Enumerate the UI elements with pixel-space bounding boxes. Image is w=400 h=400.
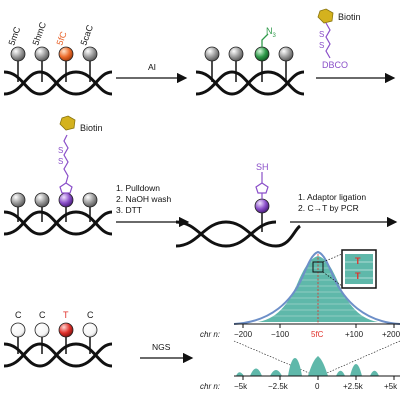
axis-top-tick-2: −100 (271, 330, 290, 339)
mod-label-5mc: 5mC (6, 25, 22, 47)
bead-gray-r2-1 (10, 192, 26, 208)
biotin-label-r2: Biotin (80, 123, 103, 133)
bead-gray-r2-2 (34, 192, 50, 208)
axis-bottom-tick-5: +5k (384, 382, 398, 391)
dbco-label: DBCO (322, 60, 348, 70)
axis-bottom-tick-3: 0 (315, 382, 320, 391)
mod-bead-5hmc (34, 46, 50, 62)
base-label-4: C (87, 310, 94, 320)
bead-white-1 (10, 322, 26, 338)
dna-helix-row2-left (3, 210, 113, 236)
mod-label-5cac: 5caC (78, 23, 95, 47)
bead-gray-1 (204, 46, 220, 62)
biotin-ss-dbco-reagent: S S Biotin DBCO (317, 8, 361, 70)
svg-text:S: S (319, 30, 324, 39)
azide-linker (261, 33, 269, 47)
nucleotide-stalks-row2 (17, 206, 91, 222)
bead-white-3 (82, 322, 98, 338)
bead-purple-r2 (58, 192, 74, 208)
bead-gray-2 (228, 46, 244, 62)
nucleotide-stalks-row1 (17, 60, 91, 82)
bead-white-2 (34, 322, 50, 338)
axis-bottom-tick-1: −5k (234, 382, 248, 391)
bead-red-converted (58, 322, 74, 338)
step-dtt: 3. DTT (116, 205, 142, 215)
mod-label-5hmc: 5hmC (30, 20, 48, 46)
svg-text:S: S (58, 146, 63, 155)
svg-text:S: S (319, 41, 324, 50)
biotin-label: Biotin (338, 12, 361, 22)
step-ct-pcr: 2. C→T by PCR (298, 203, 359, 213)
arrow-ngs-label: NGS (152, 342, 171, 352)
bead-gray-3 (278, 46, 294, 62)
step-naoh: 2. NaOH wash (116, 194, 172, 204)
axis-top-tick-4: +200 (382, 330, 400, 339)
coverage-plot-bottom: chr n: −5k −2.5k 0 +2.5k +5k (200, 356, 400, 391)
axis-bottom-tick-2: −2.5k (268, 382, 289, 391)
peak-label: 5fC (311, 330, 324, 339)
step-pulldown: 1. Pulldown (116, 183, 160, 193)
triazole-biotin-adduct: S S Biotin (58, 115, 103, 194)
dna-helix-row3-left (3, 342, 113, 368)
biotin-icon (317, 8, 334, 24)
axis-top-tick-3: +100 (345, 330, 364, 339)
mod-bead-5mc (10, 46, 26, 62)
azide-label: N3 (266, 26, 277, 39)
bead-azide-green (254, 46, 270, 62)
base-label-1: C (15, 310, 22, 320)
bead-purple-captured (254, 198, 270, 214)
dna-helix-row1-left (3, 70, 113, 96)
step-adaptor: 1. Adaptor ligation (298, 192, 366, 202)
coverage-plot-top: T T chr n: −200 −100 5fC +100 +200 (200, 249, 400, 339)
axis-bottom-label: chr n: (200, 382, 220, 391)
axis-bottom-tick-4: +2.5k (343, 382, 364, 391)
svg-text:S: S (58, 157, 63, 166)
zoom-box (312, 261, 324, 273)
nucleotide-stalks-row1-mid (211, 60, 287, 82)
base-label-3: T (63, 310, 69, 320)
dna-helix-row1-mid (195, 70, 305, 96)
mod-bead-5fc (58, 46, 74, 62)
thiol-label: SH (256, 162, 269, 172)
inset-t-1: T (355, 256, 361, 266)
biotin-icon-r2 (59, 115, 76, 131)
bead-gray-r2-3 (82, 192, 98, 208)
arrow-ai-label: AI (148, 62, 156, 72)
dna-helix-row2-mid (175, 220, 301, 248)
base-label-2: C (39, 310, 46, 320)
mod-label-5fc: 5fC (54, 30, 68, 47)
fit-curve (233, 250, 400, 325)
nucleotide-stalks-row3 (17, 336, 91, 354)
mod-bead-5cac (82, 46, 98, 62)
inset-t-2: T (355, 271, 361, 281)
axis-top-tick-1: −200 (234, 330, 253, 339)
axis-top-label: chr n: (200, 330, 220, 339)
